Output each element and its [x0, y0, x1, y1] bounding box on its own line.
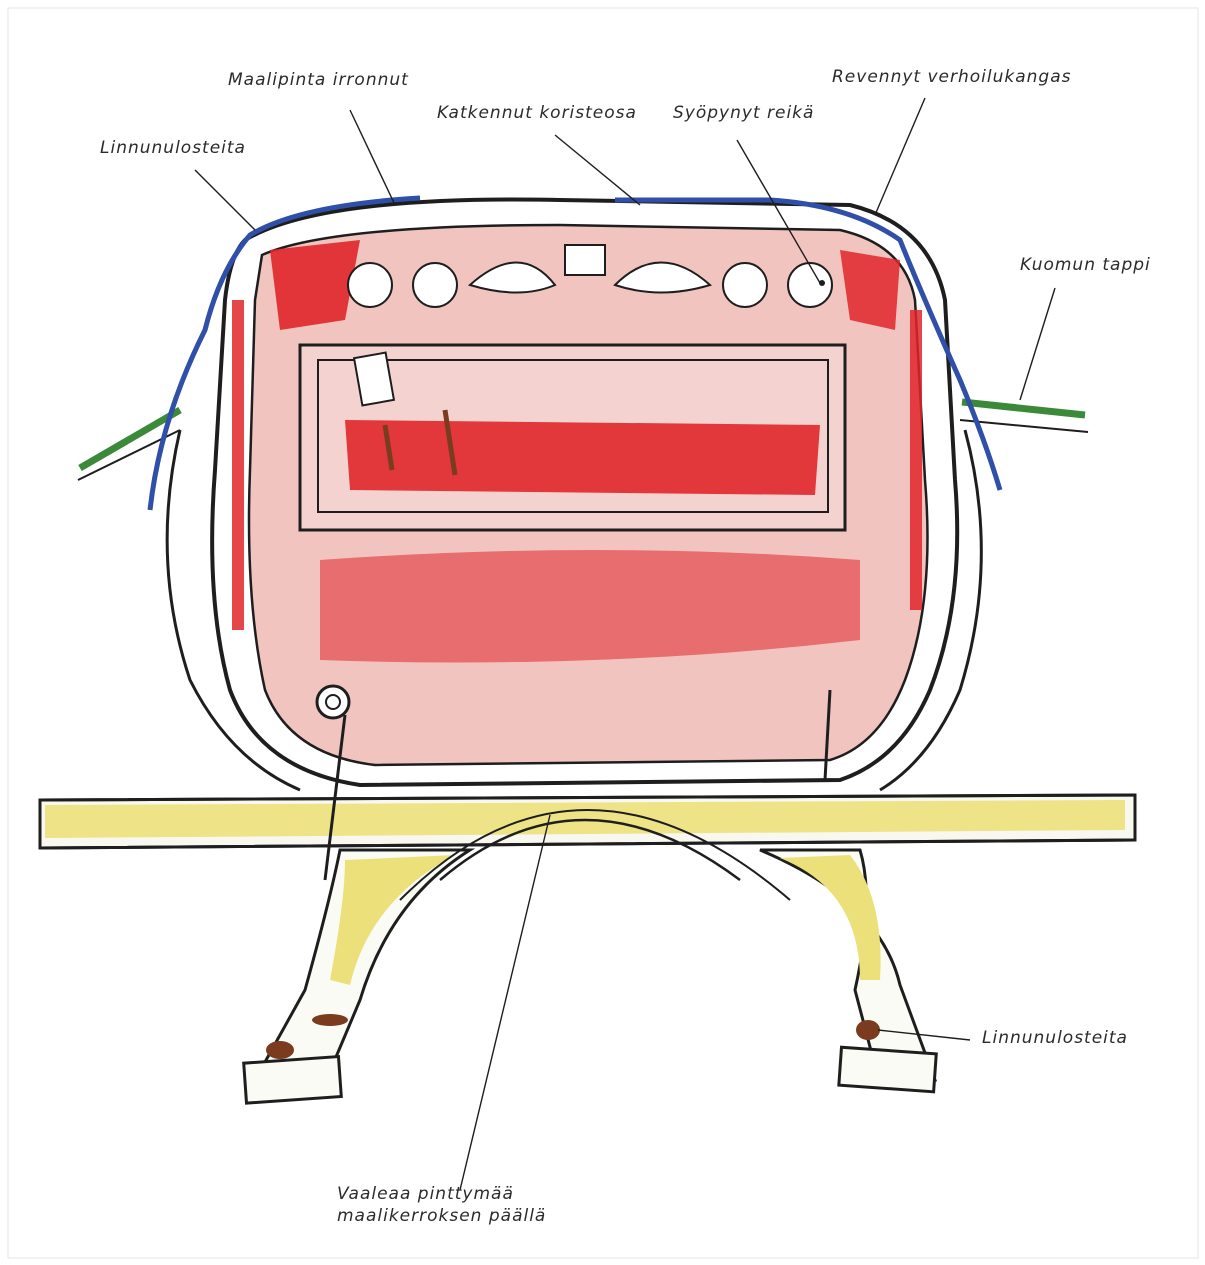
paint-loss-area — [345, 420, 820, 495]
label-surface-deposit-line1: Vaaleaa pinttymää — [337, 1183, 597, 1205]
leader-maalipinta — [350, 110, 395, 205]
leader-revennyt — [875, 98, 925, 215]
label-paint-loss: Maalipinta irronnut — [228, 70, 409, 90]
label-torn-upholstery: Revennyt verhoilukangas — [832, 67, 1071, 87]
label-hood-pin: Kuomun tappi — [1020, 255, 1151, 275]
leader-kuomun — [1020, 288, 1055, 400]
label-bird-droppings-bottom: Linnunulosteita — [982, 1028, 1128, 1048]
paint-loss-area — [910, 310, 922, 610]
leader-katkennut — [555, 135, 640, 205]
paint-loss-area — [232, 300, 244, 630]
leader-vaaleaa — [460, 815, 550, 1190]
bird-droppings-mark — [856, 1020, 880, 1040]
bird-droppings-mark — [312, 1014, 348, 1026]
label-surface-deposit-line2: maalikerroksen päällä — [337, 1205, 597, 1227]
label-bird-droppings-top: Linnunulosteita — [100, 138, 246, 158]
bird-droppings-mark — [266, 1041, 294, 1059]
leader-linnun-top — [195, 170, 255, 230]
paint-loss-area — [320, 550, 860, 663]
label-broken-ornament: Katkennut koristeosa — [437, 103, 637, 123]
label-surface-deposit: Vaaleaa pinttymää maalikerroksen päällä — [337, 1183, 597, 1227]
label-corrosion-hole: Syöpynyt reikä — [673, 103, 814, 123]
sleigh-body — [150, 198, 1000, 880]
under-frame — [40, 795, 1135, 1103]
